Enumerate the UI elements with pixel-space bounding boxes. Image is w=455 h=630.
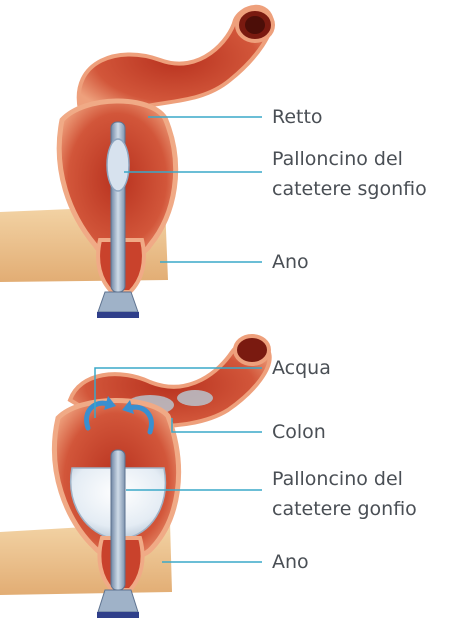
bottom-colon-opening	[235, 336, 269, 364]
top-figure	[0, 7, 273, 318]
top-catheter-handle	[98, 292, 138, 312]
bottom-catheter-handle	[98, 590, 138, 612]
label-inflated-balloon-line1: Palloncino del	[272, 466, 403, 492]
bottom-figure	[0, 336, 270, 618]
label-rectum: Retto	[272, 104, 323, 130]
bottom-catheter-shaft	[111, 450, 125, 590]
top-deflated-balloon	[107, 139, 129, 191]
label-water: Acqua	[272, 355, 331, 381]
label-deflated-balloon-line1: Palloncino del	[272, 146, 403, 172]
label-colon: Colon	[272, 419, 326, 445]
label-anus-top: Ano	[272, 249, 309, 275]
label-deflated-balloon-line2: catetere sgonfio	[272, 176, 427, 202]
label-anus-bottom: Ano	[272, 549, 309, 575]
label-inflated-balloon-line2: catetere gonfio	[272, 496, 417, 522]
